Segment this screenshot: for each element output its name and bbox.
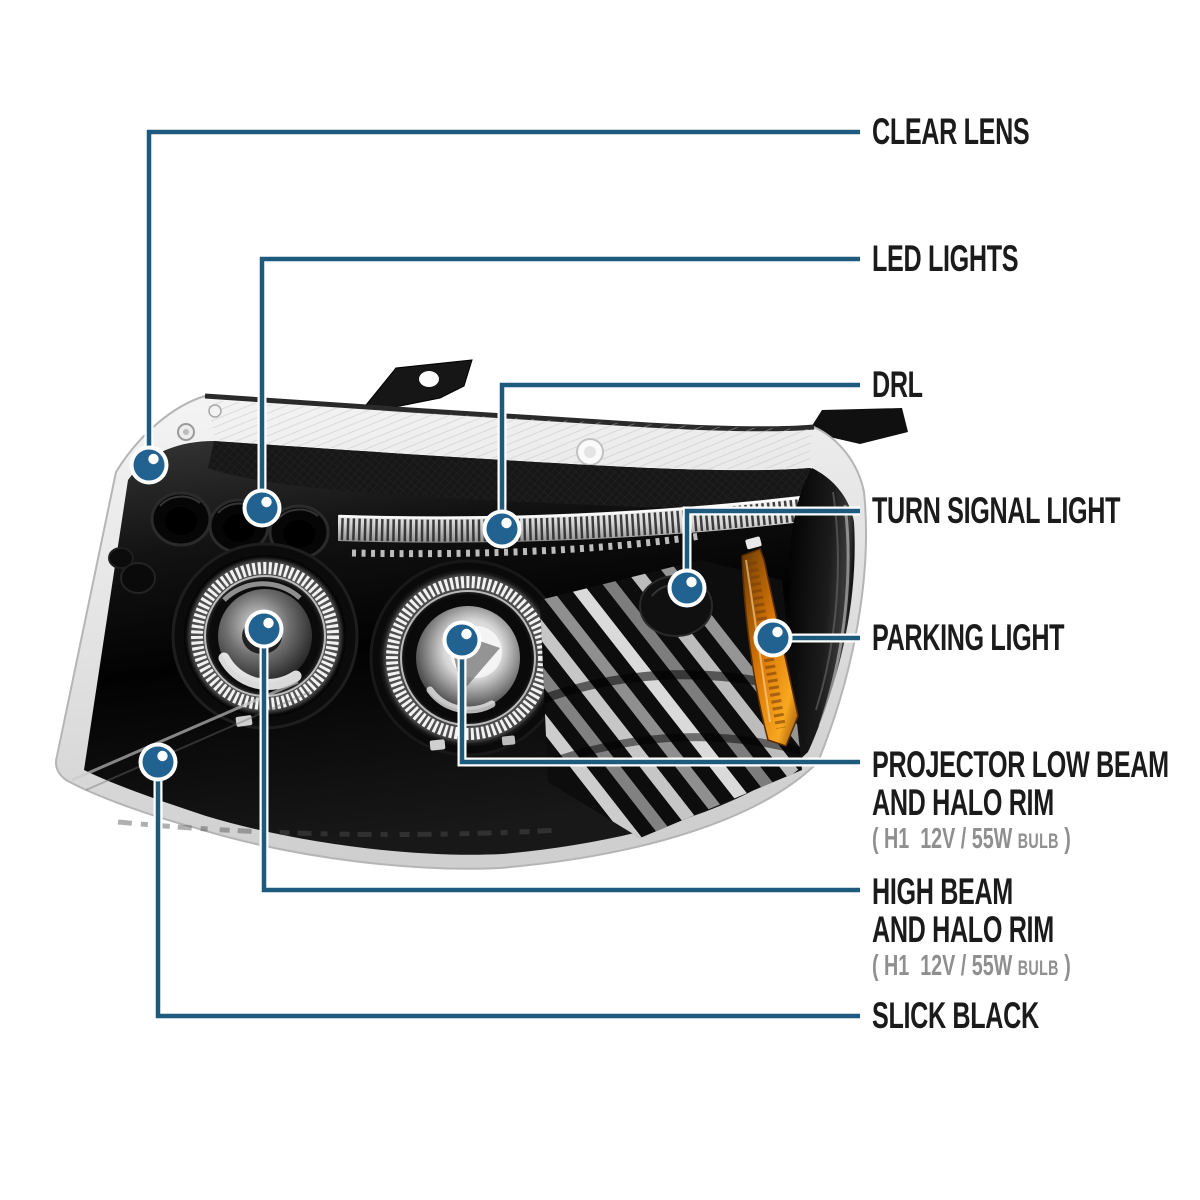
bulb-spec-close: ) (1058, 823, 1071, 855)
callout-line-high-beam (259, 629, 860, 895)
lens-screw-small (208, 404, 222, 418)
callout-dot-slick-black (138, 742, 178, 782)
label-text: SLICK BLACK (872, 995, 1039, 1036)
callout-label-low-beam: PROJECTOR LOW BEAM AND HALO RIM ( H1 12V… (872, 746, 1200, 856)
label-text: DRL (872, 364, 923, 405)
mounting-bracket-tab-right (808, 408, 908, 444)
callout-dot-drl (482, 509, 522, 549)
drl-strip (338, 491, 836, 558)
callout-label-high-beam: HIGH BEAM AND HALO RIM ( H1 12V / 55W BU… (872, 873, 1164, 983)
right-end-cap (789, 468, 855, 750)
bulb-spec: ( H1 12V / 55W BULB ) (872, 949, 1071, 983)
label-text-line2: AND HALO RIM (872, 909, 1054, 950)
callout-dot-clear-lens (129, 445, 169, 485)
bulb-spec-small: BULB (1017, 957, 1059, 980)
callout-line-led-lights (257, 254, 860, 508)
callout-label-drl: DRL (872, 366, 947, 404)
callout-line-slick-black (153, 762, 860, 1021)
callout-dot-low-beam (442, 620, 482, 660)
turn-signal-reflector (540, 560, 802, 838)
callout-dots (129, 445, 793, 782)
callout-dot-led-lights (242, 488, 282, 528)
callout-label-clear-lens: CLEAR LENS (872, 113, 1103, 151)
callout-lines (144, 127, 860, 1021)
bulb-spec-main: ( H1 12V / 55W (872, 950, 1018, 982)
lens-round-spot-center (584, 446, 596, 458)
label-text: TURN SIGNAL LIGHT (872, 490, 1121, 531)
bulb-spec-close: ) (1058, 950, 1071, 982)
clear-strip-hatch (207, 400, 812, 470)
adjuster-knob (120, 562, 156, 594)
callout-line-drl (497, 380, 860, 529)
label-text: LED LIGHTS (872, 238, 1019, 279)
label-text-line2: AND HALO RIM (872, 782, 1054, 823)
bulb-spec-small: BULB (1017, 830, 1059, 853)
callout-label-parking-light: PARKING LIGHT (872, 619, 1155, 657)
adjuster-knob-small (108, 547, 134, 569)
bulb-spec-main: ( H1 12V / 55W (872, 823, 1018, 855)
upper-texture-crosshatch (208, 441, 810, 509)
lens-screw-center (183, 429, 189, 435)
callout-label-turn-signal: TURN SIGNAL LIGHT (872, 492, 1200, 530)
label-text-line1: PROJECTOR LOW BEAM (872, 744, 1169, 785)
callout-label-slick-black: SLICK BLACK (872, 997, 1117, 1035)
callout-line-turn-signal (682, 506, 860, 588)
callout-dot-parking-light (753, 618, 793, 658)
label-text: CLEAR LENS (872, 111, 1030, 152)
label-text: PARKING LIGHT (872, 617, 1065, 658)
headlight-illustration (55, 359, 908, 870)
bulb-spec: ( H1 12V / 55W BULB ) (872, 822, 1169, 856)
label-text-line1: HIGH BEAM (872, 871, 1013, 912)
callout-line-clear-lens (144, 127, 860, 465)
callout-dot-turn-signal (667, 568, 707, 608)
callout-dot-high-beam (244, 609, 284, 649)
mounting-bracket-tab (360, 359, 473, 411)
callout-label-led-lights: LED LIGHTS (872, 240, 1087, 278)
callout-line-low-beam (457, 640, 860, 767)
